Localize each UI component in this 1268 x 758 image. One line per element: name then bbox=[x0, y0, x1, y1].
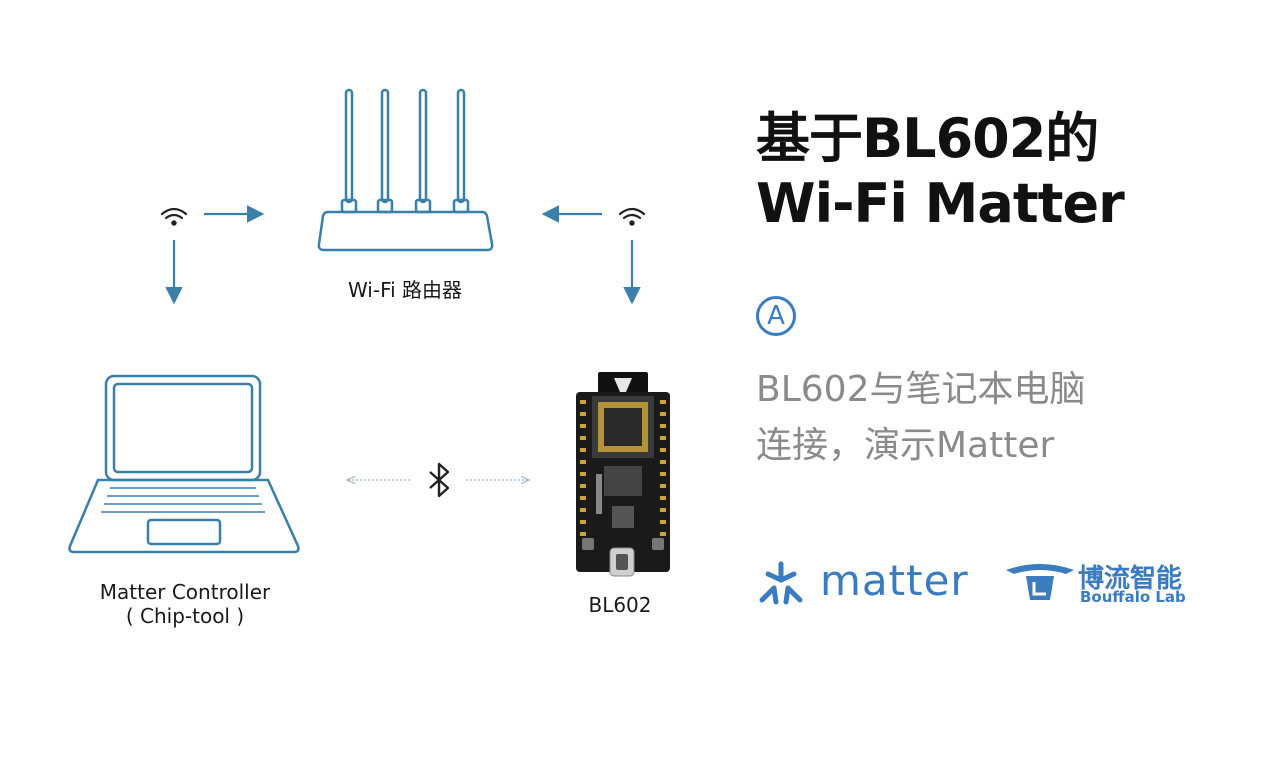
bouffalo-logo-icon bbox=[1006, 564, 1074, 600]
laptop-label-line2: ( Chip-tool ) bbox=[125, 604, 245, 628]
wifi-icon bbox=[160, 207, 188, 226]
router-label: Wi-Fi 路由器 bbox=[347, 278, 463, 302]
laptop-icon bbox=[68, 374, 300, 554]
router-icon bbox=[317, 88, 494, 252]
board-icon bbox=[576, 372, 670, 577]
wifi-icon bbox=[618, 207, 646, 226]
bouffalo-en-name: Bouffalo Lab bbox=[1080, 588, 1186, 606]
matter-wordmark: matter bbox=[820, 556, 969, 605]
description-line2: 连接，演示Matter bbox=[756, 425, 1055, 466]
network-diagram bbox=[68, 88, 670, 577]
matter-logo-icon bbox=[759, 561, 803, 605]
title-line1: 基于BL602的 bbox=[756, 107, 1099, 170]
bouffalo-cn-name: 博流智能 bbox=[1078, 564, 1183, 594]
board-label: BL602 bbox=[588, 593, 652, 617]
description-line1: BL602与笔记本电脑 bbox=[756, 369, 1086, 410]
bluetooth-icon bbox=[429, 462, 450, 498]
title-line2: Wi-Fi Matter bbox=[756, 172, 1125, 235]
step-badge: A bbox=[756, 296, 796, 336]
laptop-label: Matter Controller ( Chip-tool ) bbox=[60, 580, 310, 628]
laptop-label-line1: Matter Controller bbox=[99, 580, 271, 604]
